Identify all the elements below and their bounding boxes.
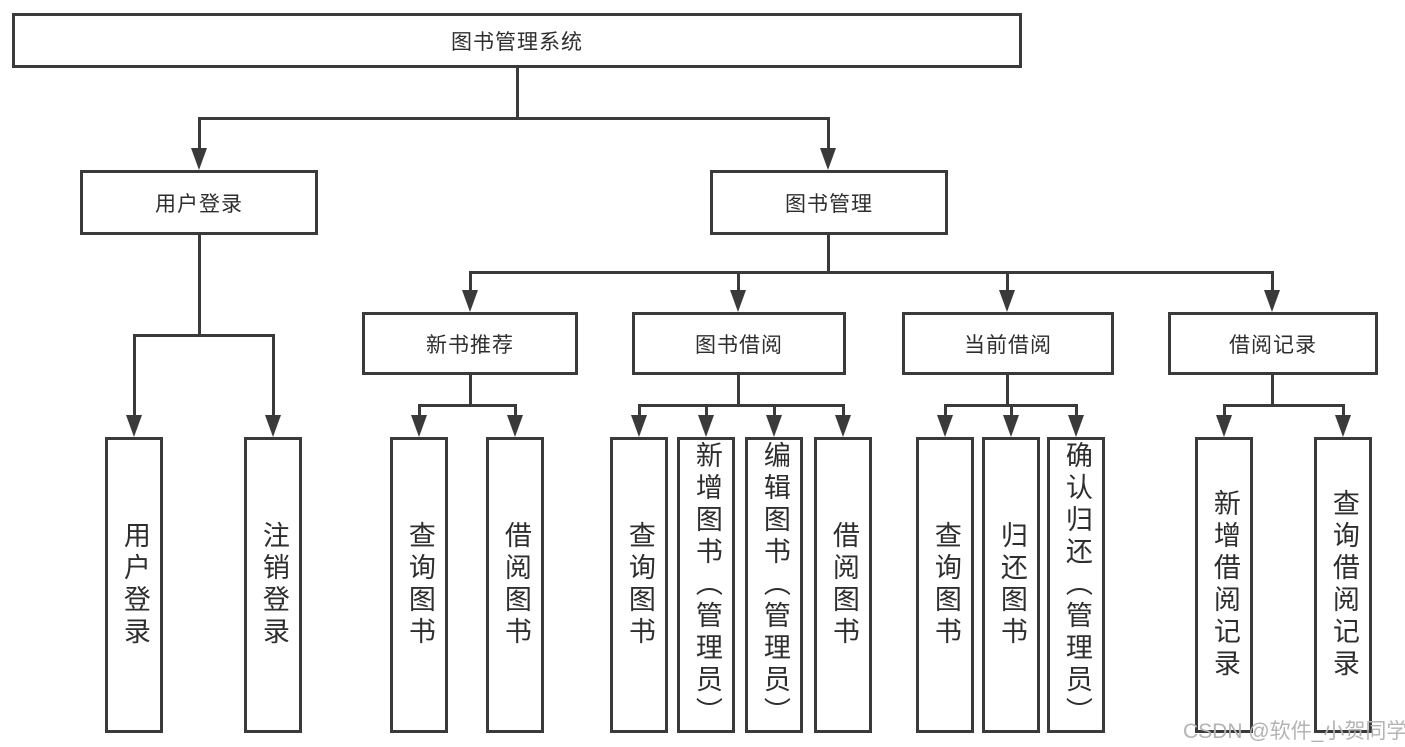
edge-new-book-bus xyxy=(417,403,517,407)
node-root-label: 图书管理系统 xyxy=(451,30,583,54)
edge-book-management-arrow-current-borrow xyxy=(999,272,1015,312)
edge-user-login-arrow-0 xyxy=(126,335,142,437)
edge-borrow-records-bus xyxy=(1222,403,1345,407)
edge-book-borrow-arrow-3 xyxy=(835,405,851,437)
edge-current-borrow-arrow-0 xyxy=(937,405,953,437)
leaf-current-query-label: 查询图书 xyxy=(930,521,961,649)
leaf-record-add-label: 新增借阅记录 xyxy=(1209,489,1240,681)
leaf-borrow-edit-admin: 编辑图书（管理员） xyxy=(745,437,803,733)
node-book-management-label: 图书管理 xyxy=(785,192,873,216)
edge-book-management-bus xyxy=(468,270,1274,274)
edge-book-management-arrow-book-borrow xyxy=(730,272,746,312)
leaf-current-return-label: 归还图书 xyxy=(996,521,1027,649)
edge-user-login-stub xyxy=(197,235,201,335)
node-book-management: 图书管理 xyxy=(710,170,948,235)
node-new-book-recommend-label: 新书推荐 xyxy=(426,333,514,357)
node-borrow-records: 借阅记录 xyxy=(1168,312,1378,375)
leaf-current-confirm-admin: 确认归还（管理员） xyxy=(1047,437,1105,733)
edge-new-book-arrow-0 xyxy=(411,405,427,437)
leaf-current-query: 查询图书 xyxy=(916,437,974,733)
edge-new-book-stub xyxy=(468,375,472,405)
edge-book-management-arrow-borrow-records xyxy=(1264,272,1280,312)
edge-root-stub xyxy=(515,68,519,118)
leaf-borrow-edit-admin-label: 编辑图书（管理员） xyxy=(759,441,790,729)
leaf-borrow-book: 借阅图书 xyxy=(814,437,872,733)
edge-root-arrow-book-management xyxy=(820,118,836,170)
leaf-logout-label: 注销登录 xyxy=(258,521,289,649)
node-new-book-recommend: 新书推荐 xyxy=(362,312,578,375)
edge-book-borrow-arrow-0 xyxy=(631,405,647,437)
edge-borrow-records-stub xyxy=(1270,375,1274,405)
leaf-borrow-add-admin: 新增图书（管理员） xyxy=(677,437,735,733)
leaf-current-confirm-admin-label: 确认归还（管理员） xyxy=(1061,441,1092,729)
node-user-login: 用户登录 xyxy=(80,170,318,235)
node-book-borrow: 图书借阅 xyxy=(632,312,846,375)
leaf-newbook-query: 查询图书 xyxy=(390,437,448,733)
node-current-borrow: 当前借阅 xyxy=(902,312,1114,375)
leaf-borrow-book-label: 借阅图书 xyxy=(828,521,859,649)
csdn-watermark: CSDN @软件_小贺同学 xyxy=(1183,720,1405,743)
edge-book-borrow-bus xyxy=(637,403,845,407)
leaf-record-query-label: 查询借阅记录 xyxy=(1328,489,1359,681)
node-user-login-label: 用户登录 xyxy=(155,192,243,216)
leaf-borrow-query: 查询图书 xyxy=(610,437,668,733)
leaf-user-login: 用户登录 xyxy=(105,437,163,733)
edge-current-borrow-arrow-1 xyxy=(1003,405,1019,437)
edge-borrow-records-arrow-1 xyxy=(1335,405,1351,437)
leaf-newbook-query-label: 查询图书 xyxy=(404,521,435,649)
edge-book-management-stub xyxy=(826,235,830,272)
node-book-borrow-label: 图书借阅 xyxy=(695,333,783,357)
node-current-borrow-label: 当前借阅 xyxy=(964,333,1052,357)
edge-current-borrow-stub xyxy=(1005,375,1009,405)
edge-user-login-arrow-1 xyxy=(265,335,281,437)
leaf-newbook-borrow: 借阅图书 xyxy=(486,437,544,733)
edge-root-bus xyxy=(197,116,830,120)
node-borrow-records-label: 借阅记录 xyxy=(1229,333,1317,357)
leaf-record-query: 查询借阅记录 xyxy=(1314,437,1372,733)
edge-root-arrow-user-login xyxy=(191,118,207,170)
edge-user-login-bus xyxy=(132,333,275,337)
edge-book-borrow-arrow-1 xyxy=(698,405,714,437)
edge-current-borrow-arrow-2 xyxy=(1068,405,1084,437)
edge-book-borrow-arrow-2 xyxy=(766,405,782,437)
edge-book-management-arrow-new-book xyxy=(462,272,478,312)
edge-borrow-records-arrow-0 xyxy=(1216,405,1232,437)
leaf-borrow-query-label: 查询图书 xyxy=(624,521,655,649)
leaf-record-add: 新增借阅记录 xyxy=(1195,437,1253,733)
edge-new-book-arrow-1 xyxy=(507,405,523,437)
leaf-logout: 注销登录 xyxy=(244,437,302,733)
leaf-newbook-borrow-label: 借阅图书 xyxy=(500,521,531,649)
leaf-current-return: 归还图书 xyxy=(982,437,1040,733)
leaf-borrow-add-admin-label: 新增图书（管理员） xyxy=(691,441,722,729)
edge-book-borrow-stub xyxy=(736,375,740,405)
node-root: 图书管理系统 xyxy=(12,13,1022,68)
leaf-user-login-label: 用户登录 xyxy=(119,521,150,649)
